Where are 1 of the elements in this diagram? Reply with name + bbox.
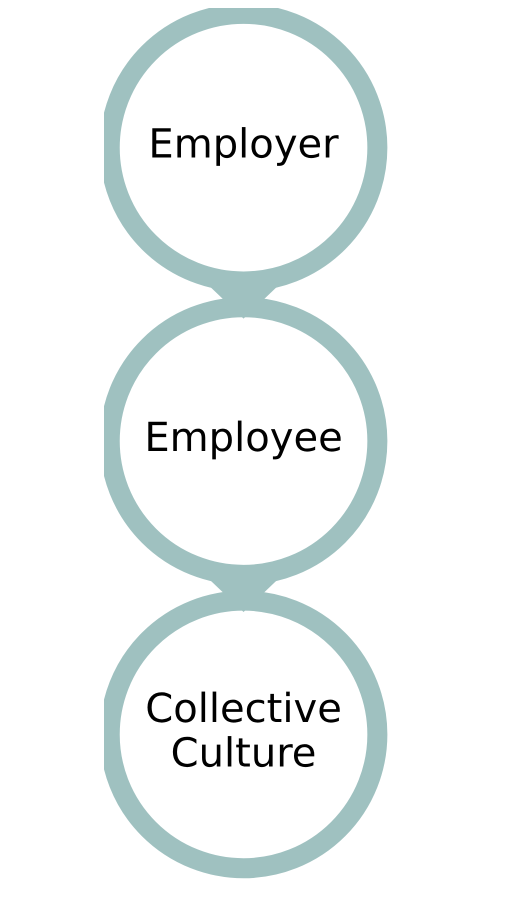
node-circle: Collective Culture: [104, 590, 388, 878]
